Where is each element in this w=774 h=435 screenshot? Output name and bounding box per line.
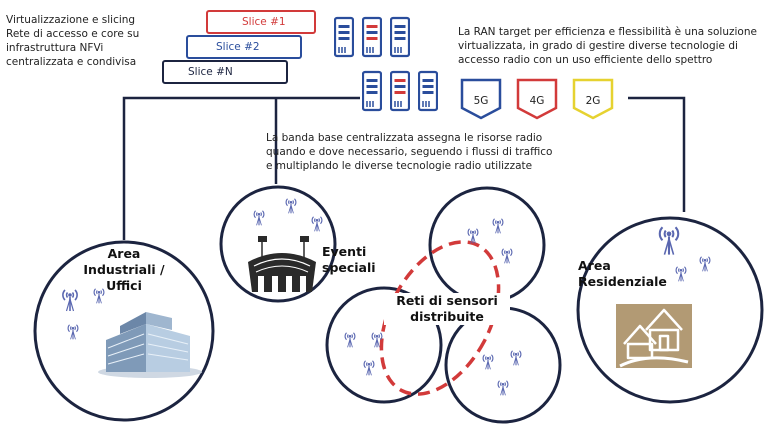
sensors-title-line-1: Reti di sensori	[396, 293, 498, 308]
virtualization-line-1: Virtualizzazione e slicing	[6, 14, 136, 26]
sensors-area-title: Reti di sensori distribuite	[384, 293, 510, 325]
industrial-title-line-3: Uffici	[106, 278, 142, 293]
backbone-lines	[122, 96, 686, 240]
industrial-area-title: Area Industriali / Uffici	[74, 246, 174, 294]
slice-2-label: Slice #2	[216, 41, 260, 53]
slice-1-label: Slice #1	[242, 16, 286, 28]
tech-4g-label: 4G	[529, 95, 545, 107]
industrial-title-line-2: Industriali /	[83, 262, 165, 277]
ran-line-1: La RAN target per efficienza e flessibil…	[458, 26, 757, 38]
ran-line-3: accesso radio con un uso efficiente dell…	[458, 54, 713, 66]
baseband-description: La banda base centralizzata assegna le r…	[266, 131, 552, 173]
baseband-line-2: quando e dove necessario, seguendo i flu…	[266, 146, 553, 158]
sensor-cluster-top	[428, 186, 546, 304]
slice-2-card: Slice #2	[186, 35, 302, 59]
ran-description: La RAN target per efficienza e flessibil…	[458, 25, 757, 67]
baseband-line-1: La banda base centralizzata assegna le r…	[266, 132, 543, 144]
slice-1-card: Slice #1	[206, 10, 316, 34]
residential-title-line-1: Area	[578, 258, 611, 273]
virtualization-description: Virtualizzazione e slicing Rete di acces…	[6, 13, 139, 69]
events-area-title: Eventi speciali	[322, 244, 376, 276]
events-title-line-2: speciali	[322, 260, 376, 275]
slice-n-label: Slice #N	[188, 66, 233, 78]
sensor-cluster-right	[444, 306, 562, 424]
residential-title-line-2: Residenziale	[578, 274, 667, 289]
sensors-title-line-2: distribuite	[410, 309, 484, 324]
stadium-icon	[248, 236, 316, 292]
industrial-title-line-1: Area	[107, 246, 141, 261]
virtualization-line-4: centralizzata e condivisa	[6, 56, 137, 68]
virtualization-line-3: infrastruttura NFVi	[6, 42, 104, 54]
events-title-line-1: Eventi	[322, 244, 367, 259]
tech-4g-shape	[516, 78, 558, 120]
baseband-line-3: e multiplando le diverse tecnologie radi…	[266, 160, 533, 172]
tech-2g-label: 2G	[585, 95, 601, 107]
ran-line-2: virtualizzata, in grado di gestire diver…	[458, 40, 738, 52]
houses-icon	[616, 304, 692, 368]
tech-5g-shape	[460, 78, 502, 120]
office-building-icon	[98, 312, 202, 378]
virtualization-line-2: Rete di accesso e core su	[6, 28, 140, 40]
residential-area-title: Area Residenziale	[578, 258, 667, 290]
tech-5g-label: 5G	[473, 95, 489, 107]
tech-2g-shape	[572, 78, 614, 120]
server-rack-icon	[334, 16, 438, 112]
slice-n-card: Slice #N	[162, 60, 288, 84]
